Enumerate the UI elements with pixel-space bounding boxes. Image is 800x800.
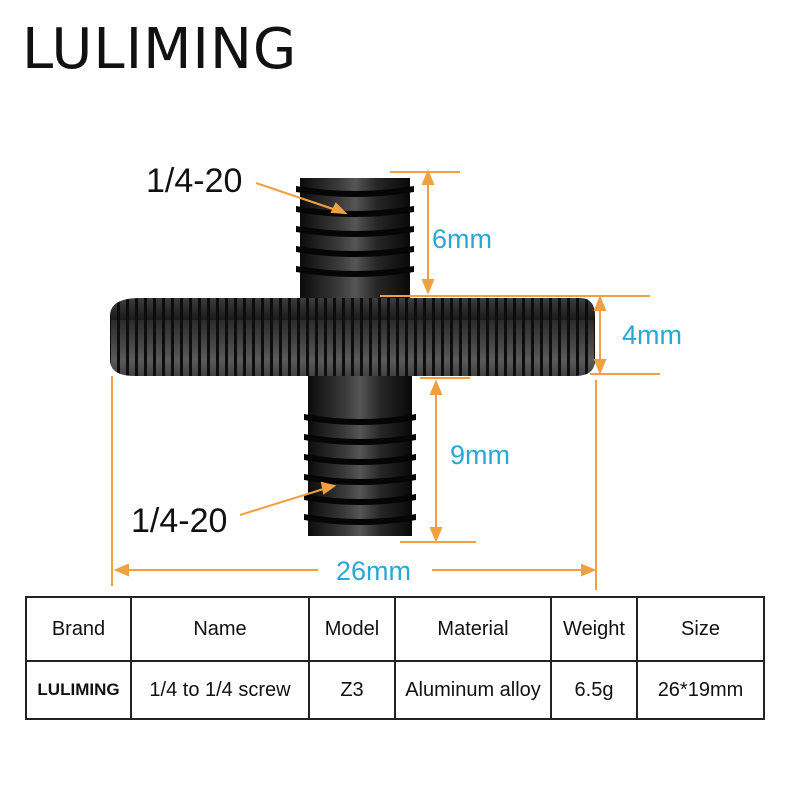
spec-table: Brand Name Model Material Weight Size LU… — [25, 596, 765, 720]
spec-table-row: LULIMING 1/4 to 1/4 screw Z3 Aluminum al… — [25, 660, 765, 720]
header-cell: Name — [130, 596, 310, 662]
table-cell: 6.5g — [550, 660, 638, 720]
top-thread-label: 1/4-20 — [146, 162, 243, 200]
wheel-thickness-label: 4mm — [622, 320, 682, 350]
wheel-diameter-label: 26mm — [336, 556, 412, 586]
top-thread-length-label: 6mm — [432, 224, 492, 254]
thread-ridge — [296, 266, 414, 277]
thread-ridge — [296, 246, 414, 257]
thread-ridge — [304, 474, 416, 485]
top-thread — [296, 178, 414, 300]
dimension-lines — [111, 169, 660, 590]
header-cell: Brand — [25, 596, 132, 662]
knurled-wheel — [110, 298, 595, 376]
thread-ridge — [296, 206, 414, 217]
thread-ridge — [304, 514, 416, 525]
thread-ridge — [296, 226, 414, 237]
header-cell: Model — [308, 596, 396, 662]
table-cell: Z3 — [308, 660, 396, 720]
header-cell: Size — [636, 596, 765, 662]
thread-ridge — [304, 414, 416, 425]
spec-table-header: Brand Name Model Material Weight Size — [25, 596, 765, 662]
thread-ridge — [304, 494, 416, 505]
bottom-thread-label: 1/4-20 — [131, 502, 228, 540]
thread-ridge — [304, 434, 416, 445]
bottom-thread-length-label: 9mm — [450, 440, 510, 470]
bottom-thread — [304, 376, 416, 536]
thread-ridge — [304, 454, 416, 465]
header-cell: Material — [394, 596, 552, 662]
table-cell: Aluminum alloy — [394, 660, 552, 720]
header-cell: Weight — [550, 596, 638, 662]
brand-title: LULIMING — [22, 17, 298, 82]
table-cell: 1/4 to 1/4 screw — [130, 660, 310, 720]
table-cell: LULIMING — [25, 660, 132, 720]
thread-ridge — [296, 186, 414, 197]
table-cell: 26*19mm — [636, 660, 765, 720]
